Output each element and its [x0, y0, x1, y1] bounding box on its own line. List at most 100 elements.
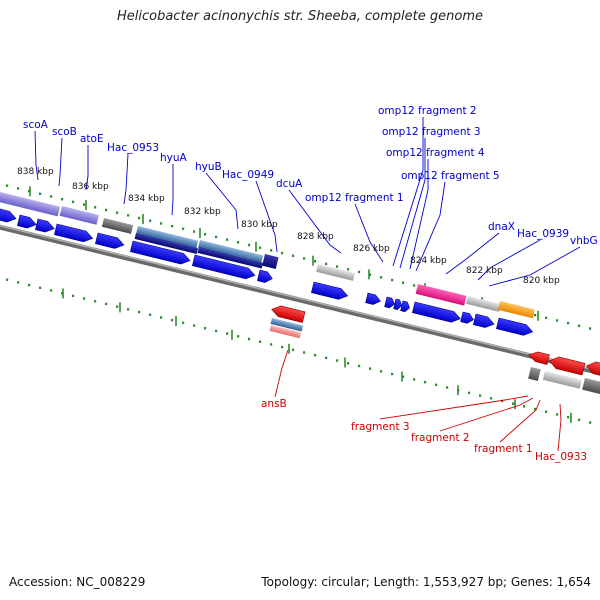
gene-arrow-Hac_0949 [257, 269, 273, 283]
inner-track-dot [380, 370, 383, 373]
label-Hac_0939: Hac_0939 [517, 228, 569, 240]
inner-track-dot [17, 281, 20, 284]
label-dcuA: dcuA [276, 178, 303, 190]
inner-track-dot [336, 359, 339, 362]
label-atoE: atoE [80, 133, 104, 145]
gene-arrow-fragment-1-shape [549, 356, 586, 376]
gene-arrow-scoA-shape [0, 207, 17, 223]
gene-arrow-hyuA [130, 240, 191, 265]
label-Hac_0933: Hac_0933 [535, 451, 587, 463]
inner-track-dot [556, 413, 559, 416]
label-hyuA: hyuA [160, 152, 188, 164]
leader-atoE [85, 145, 89, 191]
outer-track-dot [116, 211, 119, 214]
inner-track-dot [193, 324, 196, 327]
inner-track-dot [512, 402, 515, 405]
label-vhbG: vhbG [570, 235, 598, 247]
inner-track-dot [314, 353, 317, 357]
gene-arrow-Hac_0939-shape [473, 313, 495, 328]
feature-ansB-steel-rect [270, 318, 304, 332]
feature-reverse-dark-rect [528, 367, 541, 382]
outer-track-dot [303, 257, 306, 260]
gene-arrows [0, 207, 600, 377]
inner-track-dot [83, 297, 86, 300]
gene-arrow-Hac_0939-a [460, 311, 474, 324]
feature-Hac_0953-band [101, 218, 134, 234]
inner-track-dot [391, 372, 394, 376]
gene-arrow-dcuA-shape [311, 281, 349, 300]
outer-track-dot [347, 268, 350, 271]
inner-track-dot [468, 391, 471, 395]
outer-track-dot [358, 270, 361, 274]
leader-hyuB [205, 172, 239, 230]
inner-track-dot [171, 318, 174, 322]
leader-omp12-2 [392, 117, 424, 267]
outer-track-dot [28, 189, 31, 193]
feature-hyuA-dark-rect [134, 233, 199, 255]
outer-track-dot [6, 184, 9, 187]
feature-gray-band-rect [466, 296, 502, 312]
inner-track-dot [479, 394, 482, 397]
outer-track-dot [270, 249, 273, 252]
inner-track-dot [523, 405, 526, 408]
label-Hac_0949: Hac_0949 [222, 169, 274, 181]
gene-arrow-omp12-1-shape [365, 292, 381, 305]
label-ansB: ansB [261, 398, 287, 410]
feature-hyuA-band-rect [136, 226, 199, 249]
outer-track-dot [127, 214, 130, 217]
tick-label-836: 836 kbp [72, 182, 109, 192]
feature-reverse-dark-2 [582, 378, 600, 395]
tick-label-832: 832 kbp [184, 207, 221, 217]
tick-label-828: 828 kbp [297, 232, 334, 242]
outer-track-dot [149, 219, 152, 222]
inner-track-dot [259, 340, 262, 343]
outer-track-dot [534, 313, 537, 317]
forward-gene-labels: scoA scoB atoE Hac_0953 hyuA hyuB Hac_09… [23, 105, 598, 247]
feature-hyuB-band [198, 240, 264, 264]
gene-arrow-scoB-shape [17, 214, 37, 229]
outer-track-dot [567, 321, 570, 325]
inner-track-dot [39, 286, 42, 289]
inner-track-dot [490, 397, 493, 400]
feature-reverse-dark-2-rect [582, 378, 600, 395]
tick-label-824: 824 kbp [410, 256, 447, 266]
feature-gray-band [466, 296, 502, 312]
outer-track-dot [160, 222, 163, 225]
outer-track-dot [105, 208, 108, 212]
leader-omp12-3 [399, 138, 426, 269]
feature-dcuA-gray-rect [316, 264, 355, 281]
tick-label-834: 834 kbp [128, 194, 165, 204]
leader-Hac_0939 [477, 239, 541, 281]
inner-track-dot [325, 356, 328, 360]
outer-track-dot [281, 251, 284, 255]
inner-track-dot [545, 410, 548, 413]
outer-track-dot [369, 273, 372, 276]
gene-arrow-dnaX [412, 301, 461, 323]
gene-arrow-hyuB [192, 254, 256, 280]
feature-orange-band-rect [497, 301, 535, 319]
outer-track-dot [50, 195, 53, 198]
feature-pink-band [415, 284, 467, 306]
outer-track-dot [325, 262, 328, 266]
inner-track-dot [303, 351, 306, 354]
feature-hyuB-band-rect [198, 240, 264, 264]
label-scoB: scoB [52, 126, 77, 138]
tick-label-830: 830 kbp [241, 220, 278, 230]
leader-dcuA [288, 189, 342, 254]
inner-track-dot [204, 327, 207, 330]
leader-omp12-1 [354, 203, 384, 263]
gene-arrow-omp12-4-shape [400, 300, 410, 313]
outer-track-dot [556, 319, 559, 322]
gene-arrow-scoB-2-shape [35, 218, 55, 233]
leader-Hac_0949 [255, 180, 278, 253]
backbone-highlight [0, 224, 600, 373]
gene-arrow-omp12-4 [400, 300, 410, 313]
gene-arrow-Hac_0939-a-shape [460, 311, 474, 324]
outer-track-dot [578, 324, 581, 328]
gene-arrow-Hac_0953-shape [95, 232, 125, 249]
leader-fragment-3 [379, 395, 529, 420]
tick-label-822: 822 kbp [466, 266, 503, 276]
leader-hyuA [171, 164, 174, 216]
label-omp12-fragment-5: omp12 fragment 5 [401, 170, 500, 182]
